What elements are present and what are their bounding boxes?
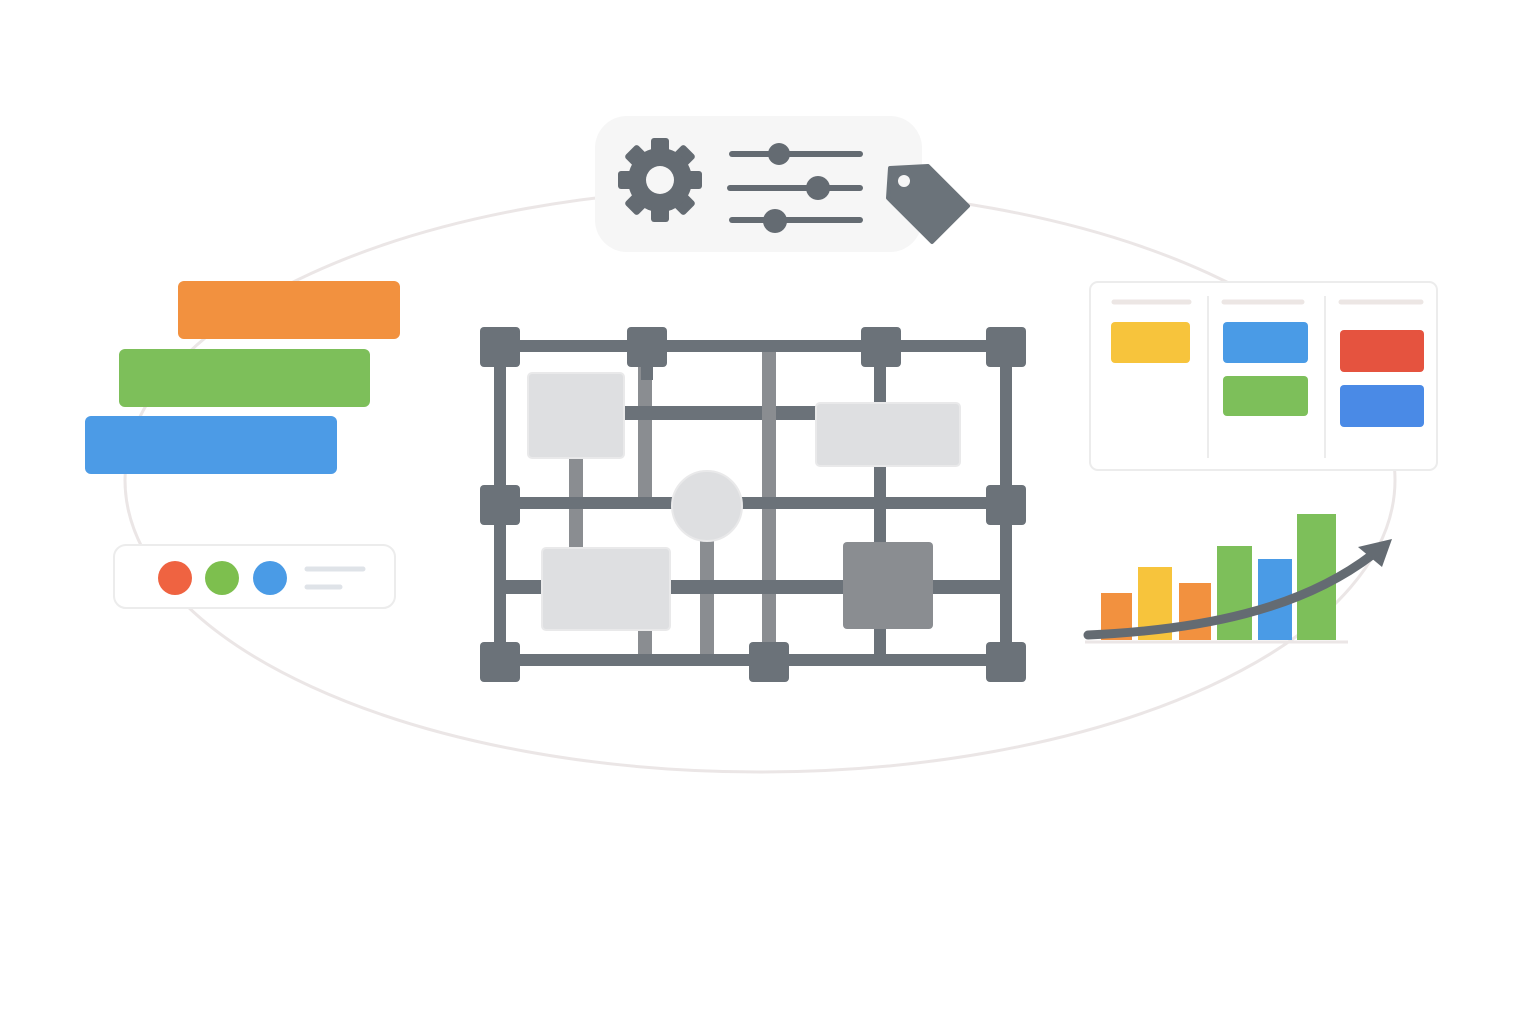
layer-orange xyxy=(178,281,400,339)
grid-panels xyxy=(527,372,961,631)
kanban-card-blue xyxy=(1223,322,1308,363)
kanban-card-green xyxy=(1223,376,1308,416)
settings-card xyxy=(595,116,970,252)
sliders-icon xyxy=(727,143,863,233)
grid-layout-icon xyxy=(480,327,1026,682)
kanban-board-icon xyxy=(1089,281,1438,471)
bar xyxy=(1217,546,1252,640)
layer-green xyxy=(119,349,370,407)
gear-icon xyxy=(618,138,702,222)
layer-blue xyxy=(85,416,337,474)
orbit-ring xyxy=(123,186,1397,774)
grid-nodes xyxy=(480,327,1026,682)
layers-icon xyxy=(85,281,400,474)
swatch-green xyxy=(205,561,239,595)
kanban-card-red xyxy=(1340,330,1424,372)
kanban-card-blue-2 xyxy=(1340,385,1424,427)
trend-arrow-icon xyxy=(1083,539,1392,640)
kanban-card-yellow xyxy=(1111,322,1190,363)
bar-chart-growth-icon xyxy=(1083,514,1392,644)
tag-icon xyxy=(886,164,970,244)
swatch-red xyxy=(158,561,192,595)
swatch-blue xyxy=(253,561,287,595)
bar xyxy=(1179,583,1211,640)
color-palette-icon xyxy=(113,544,396,609)
